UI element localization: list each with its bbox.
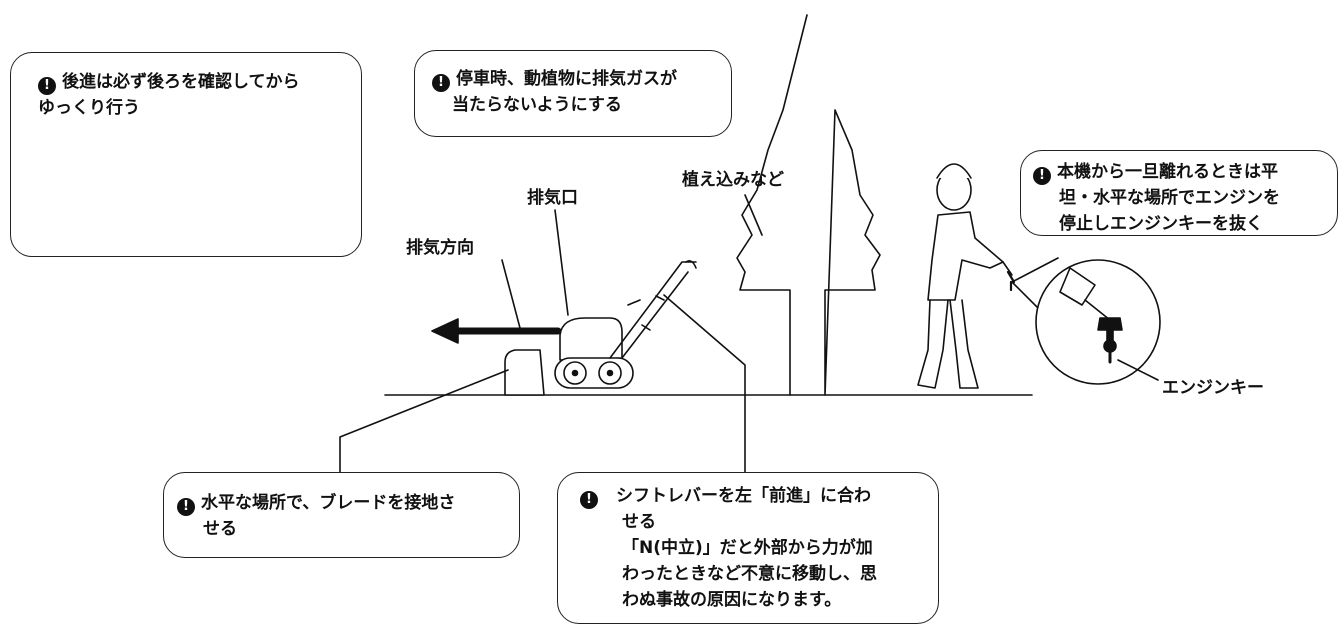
shift-lever-warning-note: ! シフトレバーを左「前進」に合わ せる 「N(中立)」だと外部から力が加 わった… bbox=[557, 472, 939, 624]
exhaust-warning-note: ! 停車時、動植物に排気ガスが 当たらないようにする bbox=[414, 50, 732, 137]
engine-key-label: エンジンキー bbox=[1162, 378, 1264, 398]
reverse-warning-line1: 後進は必ず後ろを確認してから bbox=[62, 72, 300, 92]
blade-warning-line2: せる bbox=[203, 519, 237, 539]
blade-warning-line1: 水平な場所で、ブレードを接地さ bbox=[201, 493, 456, 513]
plants-label: 植え込みなど bbox=[682, 170, 784, 190]
warning-icon: ! bbox=[177, 498, 195, 516]
tree-illustration bbox=[736, 14, 881, 396]
leader-shift bbox=[663, 294, 746, 473]
leave-warning-line2: 坦・水平な場所でエンジンを bbox=[1059, 188, 1280, 208]
shift-warning-line5: わぬ事故の原因になります。 bbox=[622, 590, 842, 610]
shift-warning-line1: シフトレバーを左「前進」に合わ bbox=[616, 486, 871, 506]
exhaust-port-label: 排気口 bbox=[527, 188, 578, 208]
warning-icon: ! bbox=[432, 74, 450, 92]
leader-exhaust-direction bbox=[501, 259, 521, 329]
exhaust-warning-line1: 停車時、動植物に排気ガスが bbox=[456, 69, 677, 89]
blade-warning-note: ! 水平な場所で、ブレードを接地さ せる bbox=[163, 472, 520, 558]
exhaust-direction-arrow-head bbox=[431, 318, 459, 344]
shift-warning-line4: わったときなど不意に移動し、思 bbox=[622, 564, 877, 584]
exhaust-warning-line2: 当たらないようにする bbox=[452, 95, 622, 115]
warning-icon: ! bbox=[580, 491, 598, 509]
warning-icon: ! bbox=[38, 77, 56, 95]
person-illustration bbox=[917, 163, 1016, 389]
leave-warning-line1: 本機から一旦離れるときは平 bbox=[1057, 162, 1278, 182]
exhaust-direction-label: 排気方向 bbox=[406, 238, 474, 258]
leader-plants bbox=[744, 194, 763, 236]
warning-icon: ! bbox=[1033, 167, 1051, 185]
leader-blade bbox=[339, 369, 509, 473]
shift-warning-line2: せる bbox=[622, 512, 656, 532]
snow-blower-illustration bbox=[504, 260, 697, 396]
reverse-warning-note: ! 後進は必ず後ろを確認してから ゆっくり行う bbox=[10, 52, 362, 257]
engine-key-zoom-illustration bbox=[1011, 257, 1161, 385]
leader-exhaust-port bbox=[554, 209, 569, 316]
reverse-warning-line2: ゆっくり行う bbox=[38, 98, 140, 118]
leave-warning-line3: 停止しエンジンキーを抜く bbox=[1059, 214, 1263, 234]
shift-warning-line3: 「N(中立)」だと外部から力が加 bbox=[622, 538, 873, 558]
leave-machine-warning-note: ! 本機から一旦離れるときは平 坦・水平な場所でエンジンを 停止しエンジンキーを抜… bbox=[1020, 150, 1338, 236]
